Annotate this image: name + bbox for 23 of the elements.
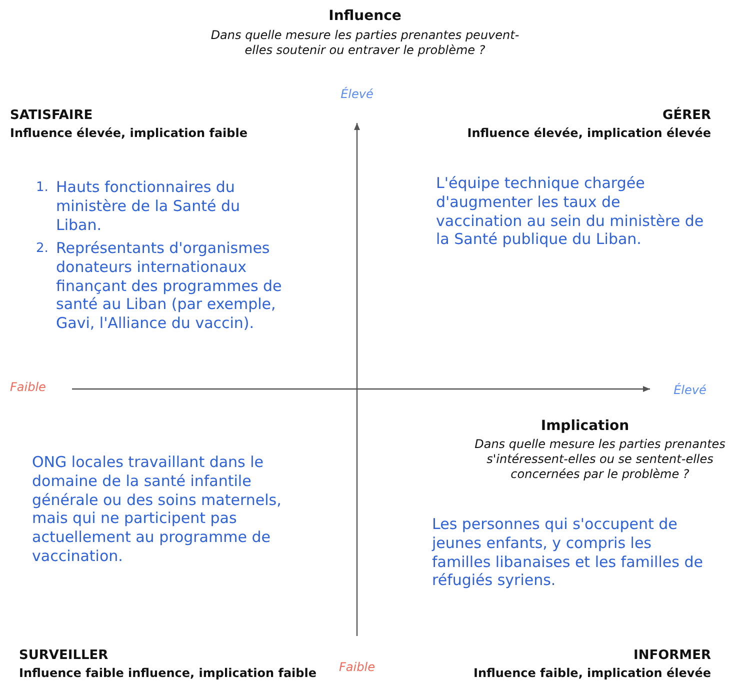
quadrant-subtitle: Influence élevée, implication faible — [10, 126, 249, 141]
stakeholder-text: Hauts fonctionnaires du ministère de la Santé du Liban. — [56, 178, 241, 234]
quadrant-subtitle: Influence faible, implication élevée — [472, 666, 711, 681]
quadrant-title: GÉRER — [662, 108, 711, 124]
stakeholder-text: L'équipe technique chargée d'augmenter les taux de vaccination au sein du ministère de la Santé publique du Liban. — [436, 174, 705, 249]
quadrant-title: INFORMER — [632, 648, 711, 664]
list-number: 2. — [36, 241, 50, 258]
axis-end-label: Faible — [338, 660, 376, 675]
quadrant-title: SATISFAIRE — [10, 108, 94, 124]
list-number: 1. — [36, 180, 50, 196]
axis-end-label: Faible — [10, 380, 47, 395]
quadrant-subtitle: Influence faible influence, implication faible — [19, 666, 318, 681]
stakeholder-text: ONG locales travaillant dans le domaine de la santé infantile générale ou des soins maternels, mais qui ne participent pas actuellement au programme de vaccination. — [32, 453, 282, 566]
quadrant-title: SURVEILLER — [19, 648, 110, 664]
axis-description: Dans quelle mesure les parties prenantes peuvent-elles soutenir ou entraver le problème ? — [210, 28, 520, 58]
quadrant-subtitle: Influence élevée, implication élevée — [466, 126, 711, 141]
axis-description: Dans quelle mesure les parties prenantes s'intéressent-elles ou se sentent-elles concernées par le problème ? — [474, 437, 726, 482]
stakeholder-text: Représentants d'organismes donateurs internationaux finançant des programmes de santé au Liban (par exemple, Gavi, l'Alliance du vaccin). — [56, 239, 283, 333]
axis-end-label: Élevé — [672, 383, 708, 398]
stakeholder-text: Les personnes qui s'occupent de jeunes enfants, y compris les familles libanaises et les familles de réfugiés syriens. — [432, 515, 704, 590]
axis-title: Implication — [540, 418, 630, 436]
axis-end-label: Élevé — [340, 87, 374, 102]
axis-title: Influence — [328, 8, 402, 26]
